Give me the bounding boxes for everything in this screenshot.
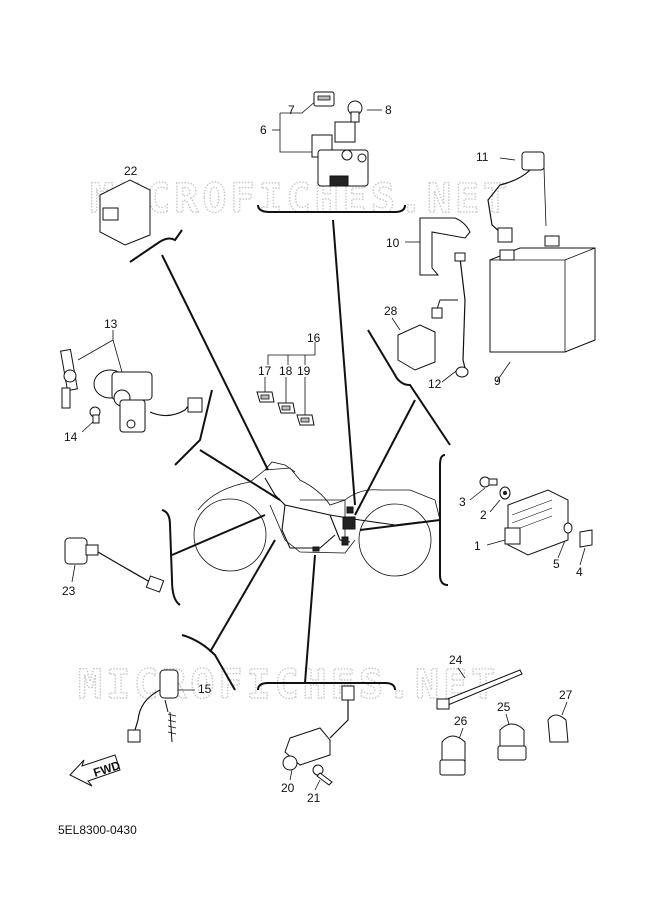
clamp-25 xyxy=(497,723,527,761)
clamp-26 xyxy=(439,735,466,776)
washer-5 xyxy=(563,522,573,534)
callout-10: 10 xyxy=(386,236,400,250)
battery xyxy=(489,235,596,353)
fwd-arrow: FWD xyxy=(69,754,122,787)
callout-27: 27 xyxy=(559,688,573,702)
bolt-3 xyxy=(479,476,498,488)
cable-tie xyxy=(436,669,523,710)
callout-9: 9 xyxy=(494,374,501,388)
bolt-8 xyxy=(347,100,363,123)
starter-relay xyxy=(311,121,369,187)
relay-22 xyxy=(99,179,151,246)
callout-4: 4 xyxy=(576,565,583,579)
watermark-bottom: MICROFICHES.NET xyxy=(78,662,499,708)
battery-band xyxy=(419,217,471,276)
callout-8: 8 xyxy=(385,103,392,117)
callout-20: 20 xyxy=(281,781,295,795)
callout-6: 6 xyxy=(260,123,267,137)
callout-leaders xyxy=(71,99,586,791)
callout-2: 2 xyxy=(480,508,487,522)
callout-26: 26 xyxy=(454,714,468,728)
callout-numbers: 6 7 8 11 22 10 28 13 16 17 18 19 12 9 14… xyxy=(62,103,583,805)
positive-lead xyxy=(487,151,547,243)
spark-plug-cap xyxy=(64,537,165,593)
callout-12: 12 xyxy=(428,377,442,391)
callout-3: 3 xyxy=(459,495,466,509)
leader-lines xyxy=(161,219,441,684)
callout-13: 13 xyxy=(104,317,118,331)
callout-19: 19 xyxy=(297,364,311,378)
callout-21: 21 xyxy=(307,791,321,805)
group-brackets xyxy=(129,204,451,691)
bolt-21 xyxy=(312,764,333,786)
harness-connector-battery xyxy=(342,516,356,530)
callout-11: 11 xyxy=(476,150,489,164)
clamp-27 xyxy=(547,714,569,743)
diagram-code: 5EL8300-0430 xyxy=(58,823,137,837)
sidestand-switch xyxy=(282,685,355,771)
callout-22: 22 xyxy=(124,164,138,178)
nut-4 xyxy=(579,529,593,548)
relay-cover xyxy=(313,91,335,107)
callout-1: 1 xyxy=(474,539,481,553)
callout-17: 17 xyxy=(258,364,272,378)
washer-2 xyxy=(499,486,511,500)
fuse-19 xyxy=(296,414,315,426)
relay-unit xyxy=(397,324,436,371)
callout-16: 16 xyxy=(307,331,321,345)
rectifier-regulator xyxy=(504,489,569,556)
fuse-18 xyxy=(277,402,296,414)
callout-25: 25 xyxy=(497,700,511,714)
callout-23: 23 xyxy=(62,584,76,598)
callout-24: 24 xyxy=(449,653,463,667)
callout-28: 28 xyxy=(384,304,398,318)
harness-connector xyxy=(346,506,354,514)
motorcycle-outline xyxy=(193,461,441,577)
harness-connector-relay xyxy=(341,536,349,546)
watermark-top: MICROFICHES.NET xyxy=(90,176,511,222)
fuse-17 xyxy=(256,391,275,403)
callout-7: 7 xyxy=(288,103,295,117)
bolt-14 xyxy=(89,406,101,424)
callout-15: 15 xyxy=(198,682,212,696)
harness-connector-bottom xyxy=(312,546,320,552)
callout-14: 14 xyxy=(64,430,78,444)
ignition-switch xyxy=(60,348,203,433)
callout-5: 5 xyxy=(553,557,560,571)
neutral-switch xyxy=(127,669,179,743)
callout-18: 18 xyxy=(279,364,293,378)
negative-lead xyxy=(431,252,469,378)
